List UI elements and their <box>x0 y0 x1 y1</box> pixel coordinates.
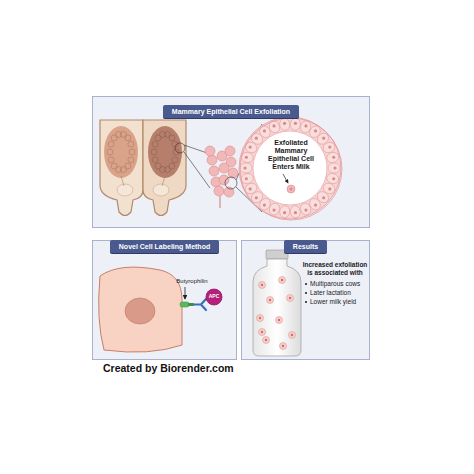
bullet-row: Multiparous cows <box>302 280 368 288</box>
bullet-dot <box>305 301 307 303</box>
alveolus-circle: Exfoliated Mammary Epithelial Cell Enter… <box>239 117 343 221</box>
text-area: Exfoliated Mammary Epithelial Cell Enter… <box>259 139 323 171</box>
panel-box: ResultsIncreased exfoliation is associat… <box>241 240 370 360</box>
panel-ground <box>92 240 237 360</box>
text-area: Created by Biorender.com <box>103 362 323 375</box>
udder <box>100 120 186 216</box>
bullet-dot <box>305 292 307 294</box>
panel-ground <box>241 240 370 360</box>
text-area: Results <box>241 235 370 253</box>
results-heading: Increased exfoliation is associated with <box>302 261 368 277</box>
callout-text: Exfoliated Mammary Epithelial Cell Enter… <box>259 139 323 171</box>
text-area: APC <box>205 293 223 300</box>
bullet-row: Later lactation <box>302 289 368 297</box>
milk-bottle <box>253 250 301 356</box>
panel-box: Novel Cell Labeling MethodAPC <box>92 240 237 360</box>
panel-heading: Novel Cell Labeling Method <box>110 240 219 253</box>
panel-ground <box>92 96 370 228</box>
bullet-text: Multiparous cows <box>310 280 368 288</box>
watermark: Created by Biorender.com <box>103 362 323 375</box>
text-area: Increased exfoliation is associated with… <box>302 261 368 307</box>
text-area: Butyrophilin <box>164 277 220 285</box>
apc-label: APC <box>205 293 223 300</box>
bullet-row: Lower milk yield <box>302 298 368 306</box>
part-label: Butyrophilin <box>164 277 220 285</box>
bullet-text: Lower milk yield <box>310 298 368 306</box>
panel-heading: Results <box>284 240 327 253</box>
text-area: Mammary Epithelial Cell Exfoliation <box>92 100 370 118</box>
text-area: Novel Cell Labeling Method <box>92 235 237 253</box>
panel-box: Mammary Epithelial Cell ExfoliationExfol… <box>92 96 370 228</box>
apc-circle: APC <box>205 288 223 306</box>
panel-heading: Mammary Epithelial Cell Exfoliation <box>163 105 299 118</box>
alveoli-cluster <box>205 146 238 208</box>
bullet-dot <box>305 283 307 285</box>
bullet-text: Later lactation <box>310 289 368 297</box>
